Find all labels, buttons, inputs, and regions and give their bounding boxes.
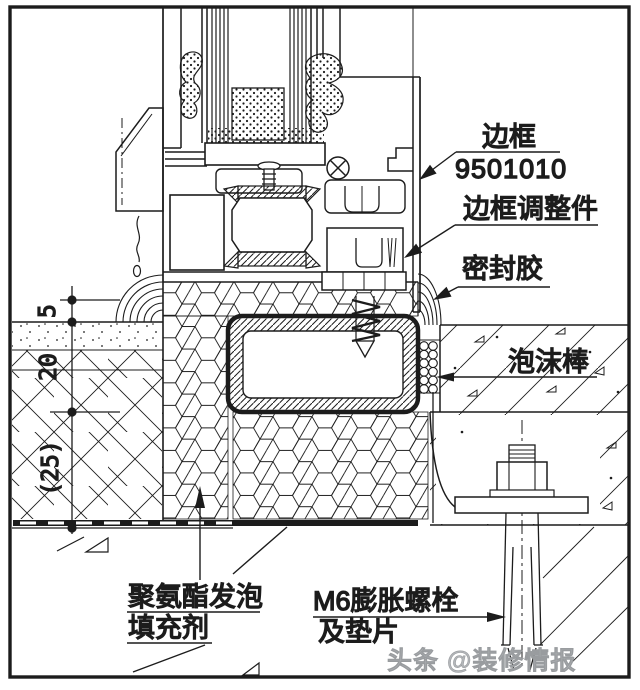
label-sealant: 密封胶 bbox=[462, 254, 543, 284]
arrowhead bbox=[487, 612, 506, 622]
callout-sealant: 密封胶 bbox=[433, 253, 550, 300]
bolt-stud bbox=[508, 444, 536, 464]
glass-pane-left bbox=[211, 7, 229, 143]
callout-expansion-bolt: M6膨胀螺栓 及垫片 bbox=[312, 585, 506, 648]
label-foam-rod: 泡沫棒 bbox=[508, 347, 589, 377]
label-frame-code: 9501010 bbox=[455, 154, 567, 184]
arrowhead bbox=[195, 486, 205, 508]
concrete-symbols bbox=[453, 327, 620, 511]
label-bolt-2: 及垫片 bbox=[318, 617, 399, 647]
screw-port-circle bbox=[326, 156, 350, 180]
callout-foam-rod: 泡沫棒 bbox=[436, 346, 597, 382]
label-frame: 边框 bbox=[482, 122, 536, 152]
frame-adjuster-piece bbox=[321, 227, 407, 291]
dimension-stack: 5 20 (25) bbox=[34, 286, 120, 534]
glazing-gasket-block bbox=[231, 87, 285, 141]
label-pu-foam-2: 填充剂 bbox=[128, 613, 209, 643]
caulk-squiggle bbox=[136, 215, 141, 263]
lower-wall-hatch bbox=[539, 526, 629, 669]
window-frame-section bbox=[115, 7, 421, 359]
pu-foam-fill bbox=[162, 281, 434, 523]
frame-chamber-box bbox=[169, 194, 225, 271]
gasket-left bbox=[179, 51, 203, 119]
assembly-screw bbox=[257, 161, 281, 191]
waterproof-strip bbox=[12, 520, 418, 529]
foam-backer-rod bbox=[419, 339, 440, 394]
callout-pu-foam: 聚氨酯发泡 填充剂 bbox=[127, 486, 288, 673]
masonry-hatch bbox=[12, 350, 163, 519]
callout-frame-adjuster: 边框调整件 bbox=[404, 193, 599, 258]
callouts: 边框 9501010 边框调整件 密封胶 泡沫棒 聚氨酯发泡 bbox=[127, 121, 599, 673]
label-bolt-1: M6膨胀螺栓 bbox=[313, 586, 459, 616]
arrowhead bbox=[433, 286, 452, 300]
glass-pane-right bbox=[289, 7, 307, 143]
mortar-layer bbox=[12, 323, 163, 350]
callout-frame: 边框 9501010 bbox=[419, 121, 567, 185]
sill-cover-profile bbox=[115, 107, 164, 212]
bolt-washer-plate bbox=[454, 496, 589, 514]
dim-sill-layer: 20 bbox=[36, 353, 62, 381]
arrowhead bbox=[436, 372, 454, 382]
drawing-border bbox=[8, 5, 631, 679]
mullion-profile bbox=[222, 185, 322, 269]
expansion-bolt bbox=[454, 420, 589, 671]
dim-wall-layer: (25) bbox=[38, 440, 64, 495]
watermark-text: 头条 @装修情报 bbox=[387, 646, 576, 675]
sealant-beads bbox=[115, 215, 442, 326]
arrowhead bbox=[404, 243, 423, 258]
slope-symbols bbox=[56, 536, 260, 676]
label-pu-foam-1: 聚氨酯发泡 bbox=[128, 582, 263, 612]
dim-joint-gap: 5 bbox=[35, 304, 61, 318]
frame-right-profile bbox=[324, 7, 421, 313]
expansion-sleeve bbox=[501, 512, 543, 671]
label-frame-adjuster: 边框调整件 bbox=[463, 194, 598, 224]
anchor-screw bbox=[351, 296, 381, 359]
arrowhead bbox=[419, 164, 437, 180]
steel-tube-section bbox=[225, 313, 421, 415]
gasket-right bbox=[304, 53, 344, 133]
snap-hook-profile bbox=[387, 147, 413, 172]
